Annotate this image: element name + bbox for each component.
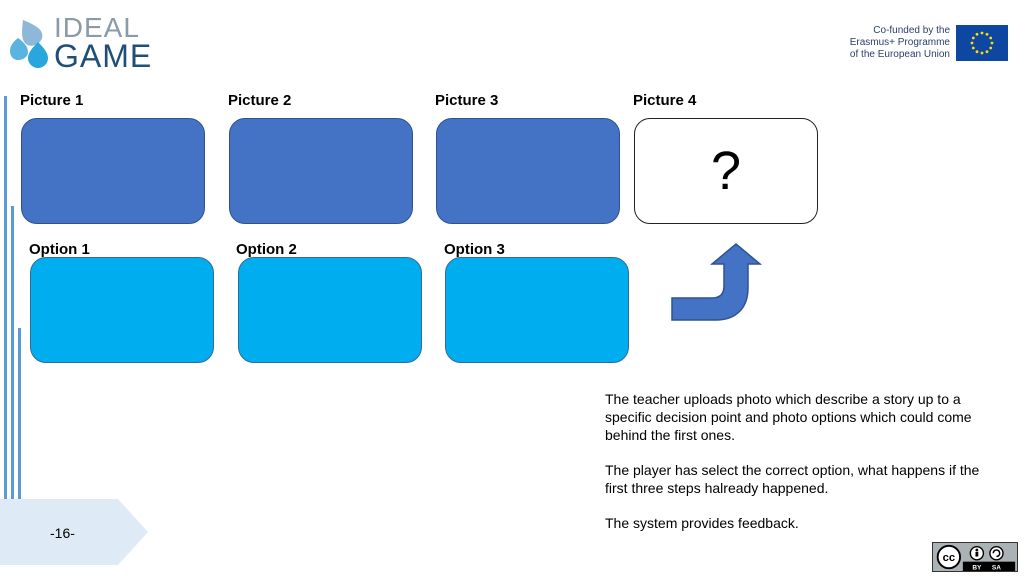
- eu-line-1: Co-funded by the: [873, 25, 950, 36]
- cc-sa-label: SA: [992, 565, 1001, 572]
- option-3-label: Option 3: [444, 241, 505, 258]
- eu-line-3: of the European Union: [849, 49, 950, 60]
- cc-by-sa-license-icon: cc BY SA: [932, 542, 1018, 572]
- picture-1-slot[interactable]: [21, 118, 205, 224]
- picture-3-slot[interactable]: [436, 118, 620, 224]
- eu-text: Co-funded by the Erasmus+ Programme of t…: [850, 25, 950, 61]
- svg-text:cc: cc: [943, 552, 955, 564]
- droplet-logo-icon: [10, 19, 48, 68]
- decor-line-2: [11, 206, 14, 500]
- picture-4-label: Picture 4: [633, 92, 697, 109]
- picture-3-label: Picture 3: [435, 92, 499, 109]
- picture-1-label: Picture 1: [20, 92, 84, 109]
- option-3-card[interactable]: [445, 257, 629, 363]
- description-paragraph-1: The teacher uploads photo which describe…: [605, 391, 972, 443]
- ideal-game-logo: IDEAL GAME: [10, 12, 153, 74]
- decor-line-1: [4, 96, 7, 500]
- option-2-card[interactable]: [238, 257, 422, 363]
- picture-4-unknown-slot[interactable]: ?: [634, 118, 818, 224]
- decor-line-3: [18, 328, 21, 500]
- option-1-card[interactable]: [30, 257, 214, 363]
- eu-flag-icon: [956, 25, 1008, 61]
- picture-2-label: Picture 2: [228, 92, 292, 109]
- page-number-tab: [0, 499, 148, 565]
- option-1-label: Option 1: [29, 241, 90, 258]
- option-2-label: Option 2: [236, 241, 297, 258]
- logo-word-game: GAME: [54, 38, 153, 74]
- description-paragraph-2: The player has select the correct option…: [605, 462, 980, 496]
- eu-cofunded-logo: Co-funded by the Erasmus+ Programme of t…: [850, 22, 1008, 64]
- cc-by-label: BY: [972, 565, 982, 572]
- description-paragraph-3: The system provides feedback.: [605, 515, 799, 531]
- logo-word-ideal: IDEAL: [54, 12, 140, 43]
- picture-2-slot[interactable]: [229, 118, 413, 224]
- eu-line-2: Erasmus+ Programme: [849, 37, 950, 48]
- question-mark: ?: [710, 141, 742, 201]
- curved-arrow-up-icon: [671, 243, 763, 321]
- activity-description: The teacher uploads photo which describe…: [605, 390, 985, 549]
- page-number: -16-: [50, 525, 75, 541]
